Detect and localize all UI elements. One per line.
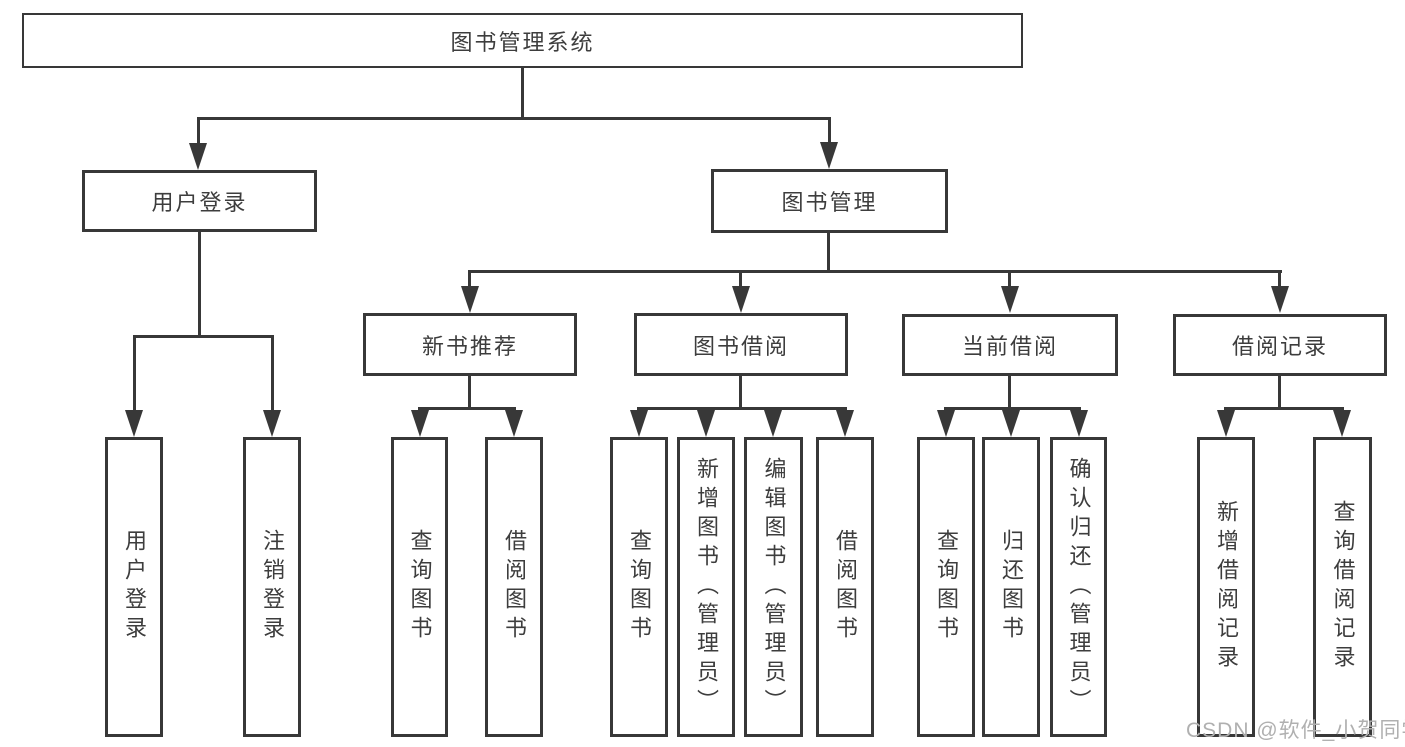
connector-line — [1008, 376, 1011, 410]
leaf-query-book-1-label: 查询图书 — [407, 529, 433, 645]
connector-line — [827, 233, 830, 273]
leaf-query-borrow-record-label: 查询借阅记录 — [1330, 500, 1356, 674]
leaf-add-book-label: 新增图书（管理员） — [694, 456, 719, 718]
connector-line — [739, 376, 742, 410]
connector-line — [944, 407, 1081, 410]
arrowhead-down — [1002, 410, 1020, 437]
connector-line — [521, 68, 524, 120]
arrowhead-down — [411, 410, 429, 437]
connector-line — [1224, 407, 1344, 410]
arrowhead-down — [505, 410, 523, 437]
connector-line — [828, 117, 831, 157]
arrowhead-down — [1217, 410, 1235, 437]
arrowhead-down — [937, 410, 955, 437]
arrowhead-down — [1271, 286, 1289, 313]
node-book-borrow-label: 图书借阅 — [692, 333, 789, 359]
leaf-edit-book: 编辑图书（管理员） — [744, 437, 803, 737]
node-book-management-label: 图书管理 — [781, 190, 878, 215]
leaf-query-book-1: 查询图书 — [391, 437, 448, 737]
connector-line — [468, 376, 471, 410]
connector-line — [197, 117, 831, 120]
leaf-add-borrow-record-label: 新增借阅记录 — [1214, 500, 1239, 674]
connector-line — [133, 335, 136, 415]
node-new-book-recommend: 新书推荐 — [363, 313, 577, 376]
leaf-query-borrow-record: 查询借阅记录 — [1313, 437, 1372, 737]
leaf-query-book-2: 查询图书 — [610, 437, 668, 737]
arrowhead-down — [630, 410, 648, 437]
connector-line — [1278, 270, 1281, 290]
leaf-add-book: 新增图书（管理员） — [677, 437, 735, 737]
node-borrow-record-label: 借阅记录 — [1231, 334, 1328, 359]
connector-line — [271, 335, 274, 415]
leaf-borrow-book-1-label: 借阅图书 — [502, 529, 527, 645]
leaf-user-login: 用户登录 — [105, 437, 163, 737]
arrowhead-down — [820, 142, 838, 169]
connector-line — [1278, 376, 1281, 410]
leaf-query-book-2-label: 查询图书 — [627, 529, 652, 645]
node-current-borrow: 当前借阅 — [902, 314, 1118, 376]
node-user-login: 用户登录 — [82, 170, 317, 232]
leaf-query-book-3: 查询图书 — [917, 437, 975, 737]
node-user-login-label: 用户登录 — [151, 190, 248, 215]
arrowhead-down — [1001, 286, 1019, 313]
connector-line — [468, 270, 1282, 273]
node-book-borrow: 图书借阅 — [634, 313, 848, 376]
arrowhead-down — [836, 410, 854, 437]
leaf-return-book: 归还图书 — [982, 437, 1040, 737]
arrowhead-down — [189, 143, 207, 170]
leaf-borrow-book-2: 借阅图书 — [816, 437, 874, 737]
arrowhead-down — [764, 410, 782, 437]
arrowhead-down — [263, 410, 281, 437]
connector-line — [1008, 270, 1011, 290]
node-book-management: 图书管理 — [711, 169, 948, 233]
connector-line — [197, 117, 200, 157]
leaf-confirm-return: 确认归还（管理员） — [1050, 437, 1107, 737]
node-new-book-recommend-label: 新书推荐 — [421, 333, 518, 359]
leaf-return-book-label: 归还图书 — [999, 529, 1024, 645]
node-root: 图书管理系统 — [22, 13, 1023, 68]
leaf-borrow-book-2-label: 借阅图书 — [833, 529, 858, 645]
leaf-query-book-3-label: 查询图书 — [934, 529, 959, 645]
node-current-borrow-label: 当前借阅 — [961, 334, 1058, 359]
leaf-confirm-return-label: 确认归还（管理员） — [1066, 456, 1092, 718]
arrowhead-down — [461, 286, 479, 313]
connector-line — [418, 407, 516, 410]
arrowhead-down — [125, 410, 143, 437]
leaf-borrow-book-1: 借阅图书 — [485, 437, 543, 737]
arrowhead-down — [1070, 410, 1088, 437]
leaf-logout: 注销登录 — [243, 437, 301, 737]
leaf-logout-label: 注销登录 — [260, 529, 285, 645]
node-borrow-record: 借阅记录 — [1173, 314, 1387, 376]
leaf-user-login-label: 用户登录 — [122, 529, 147, 645]
csdn-watermark: CSDN @软件_小贺同学 — [1186, 719, 1405, 742]
arrowhead-down — [697, 410, 715, 437]
leaf-add-borrow-record: 新增借阅记录 — [1197, 437, 1255, 737]
connector-line — [637, 407, 847, 410]
arrowhead-down — [732, 286, 750, 313]
connector-line — [468, 270, 471, 290]
connector-line — [198, 232, 201, 338]
node-root-label: 图书管理系统 — [450, 29, 595, 55]
leaf-edit-book-label: 编辑图书（管理员） — [761, 456, 787, 718]
arrowhead-down — [1333, 410, 1351, 437]
connector-line — [739, 270, 742, 290]
connector-line — [133, 335, 274, 338]
